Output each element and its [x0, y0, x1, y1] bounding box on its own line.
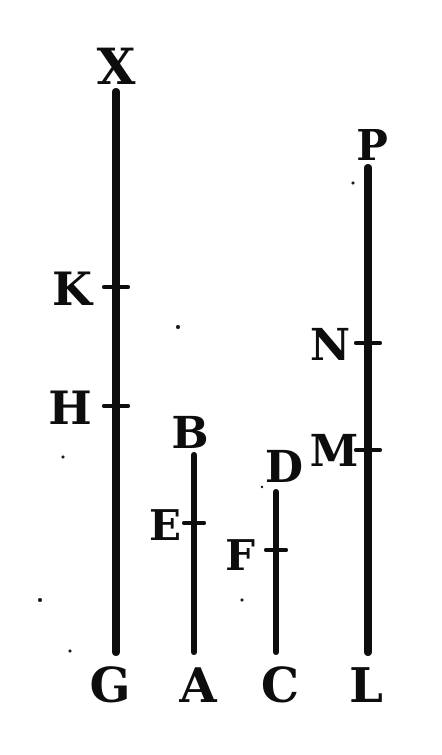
label-f: F [225, 531, 255, 580]
label-d: D [265, 442, 303, 493]
ink-speck [240, 598, 244, 602]
label-l: L [349, 658, 383, 714]
label-c: C [261, 658, 299, 714]
label-h: H [48, 381, 91, 435]
ink-speck [176, 325, 180, 329]
label-e: E [149, 501, 181, 550]
ink-speck [68, 649, 72, 653]
ink-speck [38, 598, 42, 602]
label-p: P [356, 121, 388, 170]
label-g: G [90, 658, 131, 714]
ink-speck [61, 455, 65, 459]
label-m: M [310, 426, 359, 477]
label-x: X [97, 37, 136, 96]
label-n: N [310, 320, 350, 371]
label-a: A [178, 658, 217, 714]
label-k: K [52, 262, 94, 316]
ink-speck [351, 181, 355, 185]
ink-speck [260, 485, 264, 489]
label-b: B [171, 408, 208, 459]
